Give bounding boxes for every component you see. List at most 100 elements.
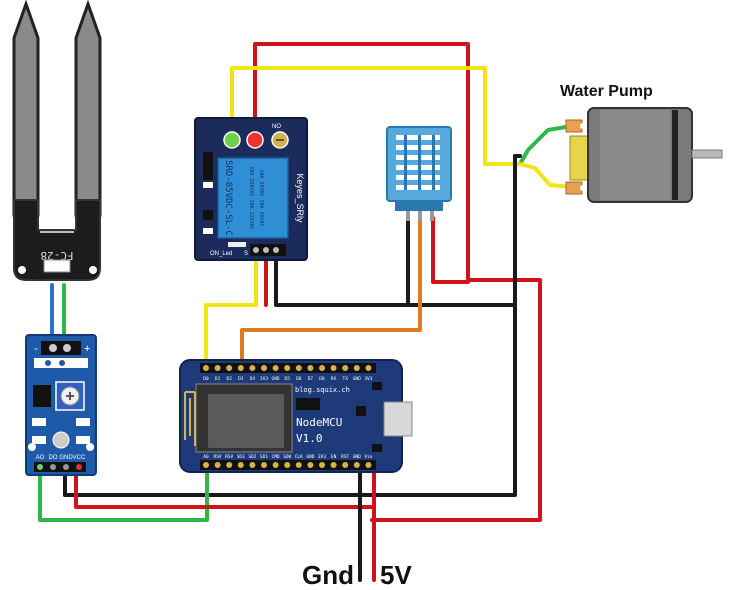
nodemcu-bottom-pin-label: SD3 bbox=[237, 454, 245, 460]
nodemcu-top-pin bbox=[203, 365, 209, 371]
nodemcu-top-pin bbox=[214, 365, 221, 371]
nodemcu-bottom-pin bbox=[295, 462, 302, 468]
antenna-trace bbox=[184, 391, 196, 446]
nodemcu-bottom-pin bbox=[365, 462, 372, 468]
nodemcu-top-pin bbox=[237, 365, 244, 371]
nodemcu-bottom-pin bbox=[319, 462, 325, 468]
nodemcu-top-pin-label: 3V3 bbox=[364, 376, 372, 382]
nodemcu-bottom-pin bbox=[307, 462, 314, 468]
wire-yellow-relay-pump bbox=[230, 66, 522, 166]
nodemcu-top-pin bbox=[249, 365, 256, 371]
relay-model-text: SRD-05VDC-SL-C bbox=[223, 160, 233, 236]
wire-black-pump-gnd bbox=[63, 154, 522, 497]
nodemcu-top-pin-label: 3V3 bbox=[260, 376, 268, 382]
wire-green-ao bbox=[38, 463, 209, 522]
nodemcu-bottom-pin-label: GND bbox=[353, 454, 361, 460]
nodemcu-bottom-pin bbox=[330, 462, 337, 468]
module-minus-label: - bbox=[34, 343, 38, 355]
nodemcu-bottom-pin bbox=[214, 462, 221, 468]
nodemcu-bottom-pin bbox=[203, 462, 209, 468]
relay-module: NO SRD-05VDC-SL-C 10A 250VAC 10A 125VAC … bbox=[194, 117, 308, 261]
nodemcu-top-pin bbox=[319, 365, 325, 371]
nodemcu-top-pin-label: D4 bbox=[250, 376, 256, 382]
nodemcu-top-pin-label: RX bbox=[331, 376, 337, 382]
wire-green-pump bbox=[518, 124, 574, 166]
nodemcu-bottom-pin bbox=[261, 462, 267, 468]
nodemcu-top-pin-label: TX bbox=[342, 376, 348, 382]
pump-label: Water Pump bbox=[560, 83, 653, 100]
nodemcu-top-pin bbox=[365, 365, 372, 371]
probe-body bbox=[13, 199, 101, 281]
nodemcu-bottom-pin-label: A0 bbox=[203, 454, 209, 460]
nodemcu-top-pin bbox=[295, 365, 302, 371]
module-pin-vcc: VCC bbox=[73, 455, 86, 461]
wires bbox=[38, 42, 574, 582]
flash-button bbox=[372, 444, 382, 452]
nodemcu-top-pin-label: D2 bbox=[226, 376, 232, 382]
nodemcu-top-pin-label: GND bbox=[272, 376, 280, 382]
nodemcu-bottom-pin-label: 3V3 bbox=[318, 454, 326, 460]
nodemcu-bottom-pin-label: Vin bbox=[364, 454, 372, 460]
nodemcu-bottom-pin-label: CLK bbox=[295, 454, 303, 460]
nodemcu-bottom-pin-label: EN bbox=[331, 454, 337, 460]
reset-button bbox=[372, 382, 382, 390]
nodemcu-bottom-pin-label: RSV bbox=[214, 454, 222, 460]
nodemcu-top-pin bbox=[307, 365, 314, 371]
probe-prong-right bbox=[74, 0, 102, 217]
relay-s-label: S bbox=[244, 251, 248, 257]
nodemcu-top-pin-label: D5 bbox=[284, 376, 290, 382]
module-plus-label: + bbox=[84, 343, 90, 355]
pump-tab-top bbox=[565, 119, 583, 133]
wire-red-dht-vcc bbox=[431, 216, 470, 284]
nodemcu-top-pin bbox=[342, 365, 349, 371]
nodemcu-top-pin bbox=[226, 365, 233, 371]
usb-port bbox=[383, 401, 413, 437]
nodemcu-top-pin-label: D0 bbox=[203, 376, 209, 382]
nodemcu-top-pin-label: D6 bbox=[296, 376, 302, 382]
nodemcu-top-pin bbox=[330, 365, 337, 371]
nodemcu-version: V1.0 bbox=[296, 432, 323, 445]
relay-brand: Keyes_SRly bbox=[295, 173, 305, 223]
nodemcu-bottom-pin-label: SD0 bbox=[283, 454, 291, 460]
nodemcu-bottom-pin bbox=[226, 462, 233, 468]
nodemcu-bottom-pin-label: RSV bbox=[225, 454, 233, 460]
nodemcu-bottom-pin bbox=[249, 462, 256, 468]
nodemcu-bottom-pin-label: SD1 bbox=[260, 454, 268, 460]
relay-terminal-nc bbox=[223, 131, 241, 149]
soil-moisture-probe: FC-28 bbox=[12, 0, 102, 281]
nodemcu-bottom-pin bbox=[284, 462, 291, 468]
pump-tab-bottom bbox=[565, 181, 583, 195]
nodemcu-bottom-pin-label: SD2 bbox=[248, 454, 256, 460]
water-pump: Water Pump bbox=[560, 83, 723, 203]
module-pin-do: DO bbox=[49, 455, 58, 461]
relay-no-label: NO bbox=[272, 124, 281, 130]
nodemcu-bottom-pin bbox=[237, 462, 244, 468]
wire-orange-dht-data bbox=[240, 216, 422, 370]
nodemcu-name: NodeMCU bbox=[296, 416, 342, 429]
nodemcu-site: blog.squix.ch bbox=[295, 386, 350, 394]
nodemcu-top-pin bbox=[353, 365, 360, 371]
module-pin-ao: AO bbox=[36, 455, 45, 461]
relay-terminal-com bbox=[246, 131, 264, 149]
nodemcu-top-pin-label: D1 bbox=[215, 376, 221, 382]
relay-cube bbox=[217, 157, 289, 239]
wire-black-relay-gnd bbox=[274, 251, 517, 307]
wire-yellow-pump bbox=[518, 162, 574, 189]
wire-yellow-relay-signal bbox=[204, 251, 258, 370]
nodemcu-top-pin-label: D7 bbox=[308, 376, 314, 382]
nodemcu-top-pin bbox=[272, 365, 279, 371]
wire-red-module-vcc bbox=[74, 468, 374, 509]
nodemcu-top-pin-label: GND bbox=[353, 376, 361, 382]
module-pin-gnd: GND bbox=[59, 455, 73, 461]
nodemcu-bottom-pin bbox=[342, 462, 349, 468]
dht-sensor bbox=[386, 126, 452, 221]
nodemcu-top-pin-label: D8 bbox=[319, 376, 325, 382]
nodemcu-bottom-pin-label: RST bbox=[341, 454, 349, 460]
probe-prong-left bbox=[12, 0, 40, 217]
probe-model-label: FC-28 bbox=[40, 249, 73, 262]
nodemcu-bottom-pin-label: GND bbox=[306, 454, 314, 460]
